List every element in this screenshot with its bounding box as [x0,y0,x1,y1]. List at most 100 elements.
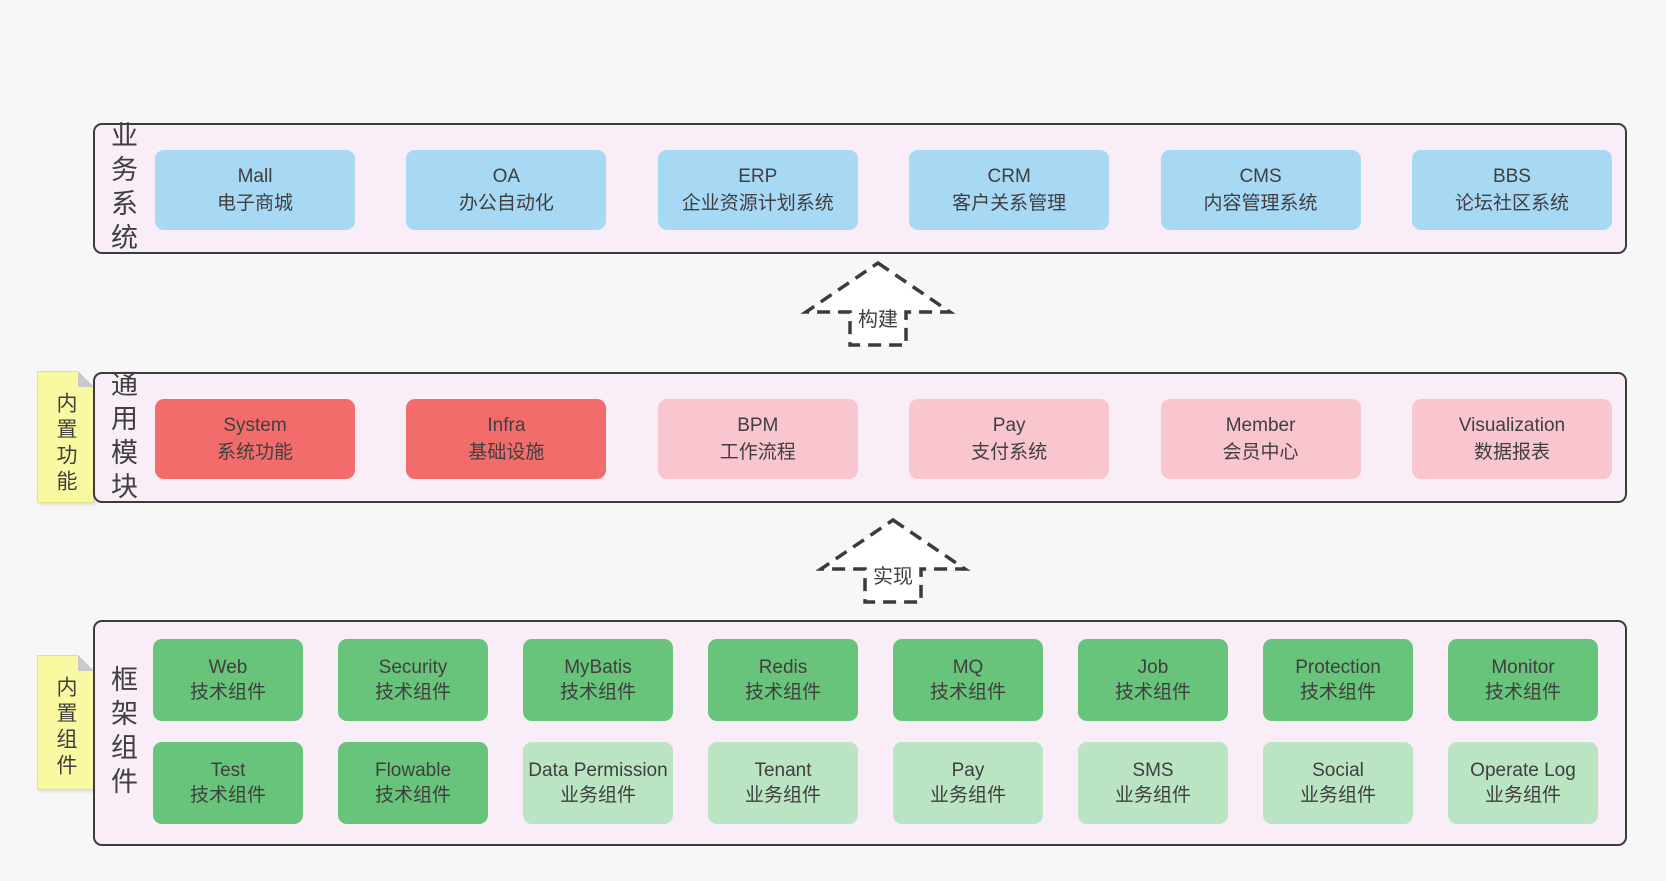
up-arrow-icon: 实现 [815,517,971,604]
box-job: Job 技术组件 [1078,639,1228,721]
panel-common-modules: 通用模块 System 系统功能 Infra 基础设施 BPM 工作流程 Pay… [93,369,1627,506]
box-tenant: Tenant 业务组件 [708,742,858,824]
box-title: Protection [1295,657,1381,678]
box-web: Web 技术组件 [153,639,303,721]
box-subtitle: 系统功能 [216,442,293,463]
box-title: Pay [951,760,985,781]
sticky-note-builtin-features: 内置功能 [37,371,94,503]
box-title: CMS [1239,166,1282,187]
box-cms: CMS 内容管理系统 [1160,150,1361,230]
box-subtitle: 技术组件 [1114,682,1191,703]
box-test: Test 技术组件 [153,742,303,824]
business-row: Mall 电子商城 OA 办公自动化 ERP 企业资源计划系统 CRM 客户关系… [155,150,1612,230]
box-subtitle: 技术组件 [189,785,266,806]
box-subtitle: 会员中心 [1222,442,1299,463]
box-bpm: BPM 工作流程 [657,399,858,479]
box-subtitle: 业务组件 [1299,785,1376,806]
box-title: Monitor [1491,657,1555,678]
box-subtitle: 技术组件 [744,682,821,703]
box-title: SMS [1132,760,1174,781]
box-subtitle: 业务组件 [1114,785,1191,806]
sticky-note-label: 内置组件 [54,676,77,780]
box-title: Pay [992,415,1026,436]
box-title: OA [492,166,521,187]
box-title: Data Permission [528,760,668,781]
box-social: Social 业务组件 [1263,742,1413,824]
box-subtitle: 技术组件 [929,682,1006,703]
box-system: System 系统功能 [155,399,355,479]
box-security: Security 技术组件 [338,639,488,721]
common-row: System 系统功能 Infra 基础设施 BPM 工作流程 Pay 支付系统… [155,399,1612,479]
box-title: BPM [737,415,779,436]
implement-arrow-label: 实现 [873,565,913,588]
box-subtitle: 技术组件 [374,682,451,703]
box-title: Redis [758,657,808,678]
box-subtitle: 技术组件 [1484,682,1561,703]
box-title: Security [378,657,448,678]
box-title: BBS [1492,166,1531,187]
box-subtitle: 电子商城 [216,193,293,214]
box-subtitle: 企业资源计划系统 [681,193,834,214]
box-subtitle: 技术组件 [374,785,451,806]
box-visualization: Visualization 数据报表 [1411,399,1612,479]
box-title: System [223,415,287,436]
box-subtitle: 技术组件 [1299,682,1376,703]
box-mall: Mall 电子商城 [155,150,355,230]
box-pay-component: Pay 业务组件 [893,742,1043,824]
box-pay: Pay 支付系统 [909,399,1110,479]
box-subtitle: 技术组件 [189,682,266,703]
box-erp: ERP 企业资源计划系统 [657,150,858,230]
box-data-permission: Data Permission 业务组件 [523,742,673,824]
box-subtitle: 支付系统 [971,442,1048,463]
framework-row-1: Web 技术组件 Security 技术组件 MyBatis 技术组件 Redi… [153,639,1598,721]
sticky-note-label: 内置功能 [54,392,77,496]
box-title: Operate Log [1470,760,1576,781]
up-arrow-icon: 构建 [800,260,956,347]
box-oa: OA 办公自动化 [406,150,607,230]
build-arrow-label: 构建 [858,308,898,331]
box-title: Flowable [374,760,452,781]
box-title: MyBatis [564,657,632,678]
box-subtitle: 业务组件 [1484,785,1561,806]
box-flowable: Flowable 技术组件 [338,742,488,824]
box-title: Mall [237,166,273,187]
box-operate-log: Operate Log 业务组件 [1448,742,1598,824]
box-subtitle: 业务组件 [744,785,821,806]
box-title: Test [210,760,246,781]
box-title: ERP [738,166,778,187]
box-subtitle: 客户关系管理 [952,193,1067,214]
box-title: Job [1137,657,1169,678]
box-redis: Redis 技术组件 [708,639,858,721]
box-title: Member [1225,415,1296,436]
box-subtitle: 论坛社区系统 [1454,193,1569,214]
panel-business-systems: 业务系统 Mall 电子商城 OA 办公自动化 ERP 企业资源计划系统 CRM… [93,121,1627,257]
box-title: Web [208,657,248,678]
build-arrow: 构建 [800,260,956,348]
sticky-note-builtin-components: 内置组件 [37,655,94,790]
box-title: MQ [952,657,984,678]
box-title: Visualization [1458,415,1566,436]
box-subtitle: 内容管理系统 [1203,193,1318,214]
up-arrow-shape [800,260,956,347]
box-subtitle: 基础设施 [468,442,545,463]
box-sms: SMS 业务组件 [1078,742,1228,824]
box-subtitle: 数据报表 [1473,442,1550,463]
implement-arrow: 实现 [815,517,971,605]
box-member: Member 会员中心 [1160,399,1361,479]
box-crm: CRM 客户关系管理 [909,150,1110,230]
box-protection: Protection 技术组件 [1263,639,1413,721]
box-title: Social [1312,760,1364,781]
panel-common-modules-label: 通用模块 [107,369,137,506]
box-mq: MQ 技术组件 [893,639,1043,721]
box-title: Tenant [754,760,812,781]
box-subtitle: 技术组件 [559,682,636,703]
box-title: CRM [987,166,1031,187]
up-arrow-shape [815,517,971,604]
box-mybatis: MyBatis 技术组件 [523,639,673,721]
box-title: Infra [487,415,526,436]
box-subtitle: 办公自动化 [458,193,554,214]
framework-row-2: Test 技术组件 Flowable 技术组件 Data Permission … [153,742,1598,824]
box-bbs: BBS 论坛社区系统 [1411,150,1612,230]
box-monitor: Monitor 技术组件 [1448,639,1598,721]
